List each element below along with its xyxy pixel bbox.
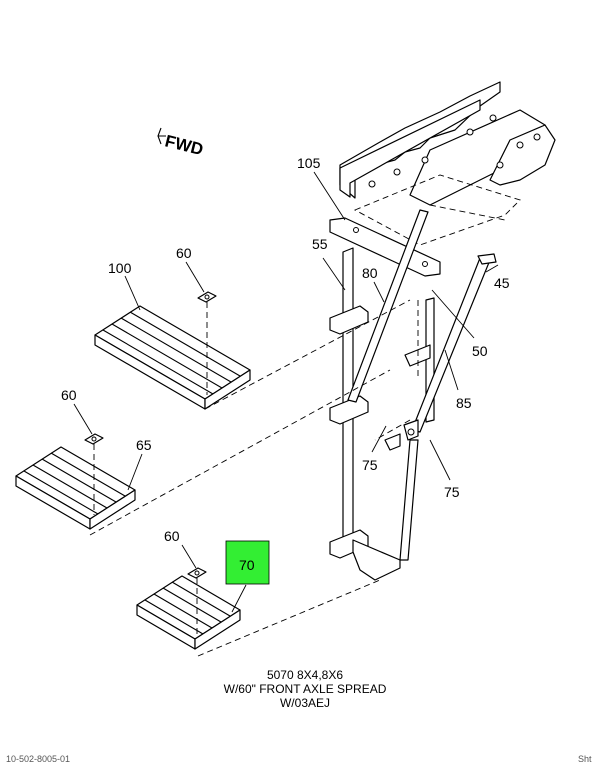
diagonal-braces: [347, 209, 497, 561]
caption-line-3: W/03AEJ: [279, 696, 330, 710]
step-hanger: [329, 247, 401, 581]
fwd-label: FWD: [163, 131, 205, 159]
diagram-caption: 5070 8X4,8X6 W/60" FRONT AXLE SPREAD W/0…: [0, 668, 610, 710]
callout-60-top[interactable]: 60: [176, 245, 192, 261]
callout-70[interactable]: 70: [239, 557, 255, 573]
caption-line-1: 5070 8X4,8X6: [266, 668, 344, 682]
callout-45[interactable]: 45: [494, 275, 510, 291]
callout-75-right[interactable]: 75: [444, 484, 460, 500]
support-plate: [329, 217, 441, 277]
step-tread-middle: [15, 369, 391, 536]
step-tread-bottom: [136, 567, 381, 657]
frame-bracket-assembly: [339, 81, 556, 246]
callout-105[interactable]: 105: [297, 155, 321, 171]
callout-60-bottom[interactable]: 60: [164, 528, 180, 544]
callout-50[interactable]: 50: [472, 343, 488, 359]
callout-55[interactable]: 55: [312, 236, 328, 252]
callout-60-middle[interactable]: 60: [61, 387, 77, 403]
callout-80[interactable]: 80: [362, 265, 378, 281]
leader-lines: [73, 171, 499, 613]
callout-65[interactable]: 65: [136, 437, 152, 453]
step-tread-top: [94, 291, 411, 410]
callout-85[interactable]: 85: [456, 395, 472, 411]
callout-100[interactable]: 100: [108, 260, 132, 276]
footer-drawing-number: 10-502-8005-01: [6, 754, 71, 764]
caption-line-2: W/60" FRONT AXLE SPREAD: [223, 682, 387, 696]
footer-sheet: Sht: [578, 754, 592, 764]
fwd-orientation-marker: FWD: [157, 127, 205, 159]
callout-70-highlight: [225, 540, 270, 585]
fwd-arrow-icon: [157, 127, 166, 145]
callout-labels: 100 60 60 65 60 70 105 55 80 45 50 85 75…: [61, 155, 510, 573]
callout-75-left[interactable]: 75: [362, 457, 378, 473]
